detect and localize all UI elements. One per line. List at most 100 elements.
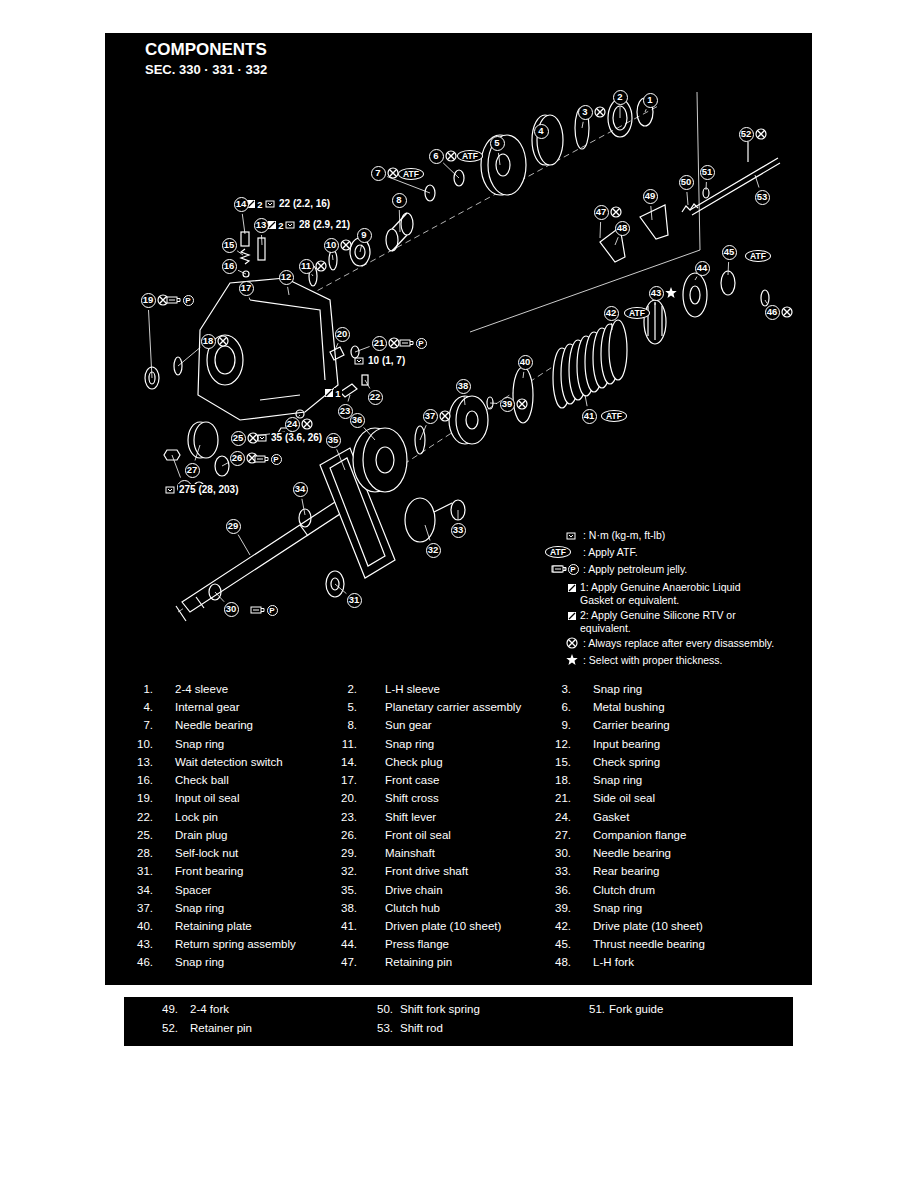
replace-symbol — [304, 421, 310, 427]
replace-symbol — [341, 240, 351, 250]
leader-line — [611, 323, 612, 330]
replace-symbol — [613, 209, 619, 215]
callout-number: 27 — [185, 463, 200, 478]
callout-number: 35 — [326, 433, 341, 448]
table-item-number: 29. — [341, 846, 357, 860]
replace-symbol — [248, 433, 258, 443]
sealant-symbol — [248, 201, 254, 207]
leader-line — [238, 270, 246, 274]
table-part-name: Self-lock nut — [175, 846, 238, 860]
leader-line — [222, 463, 228, 466]
callout-number: 45 — [722, 245, 737, 260]
table-item-number: 4. — [143, 700, 153, 714]
table-part-name: Front drive shaft — [385, 864, 468, 878]
table-item-number: 18. — [555, 773, 571, 787]
replace-symbol — [388, 168, 398, 178]
replace-symbol — [756, 129, 766, 139]
torque-symbol — [260, 437, 264, 439]
callout-number: 5 — [490, 136, 505, 151]
sealant-symbol — [325, 389, 333, 397]
table-item-number: 48. — [555, 955, 571, 969]
table-part-name: Snap ring — [175, 901, 224, 915]
table-part-name: Planetary carrier assembly — [385, 700, 521, 714]
table-item-number: 32. — [341, 864, 357, 878]
torque-symbol — [288, 224, 292, 226]
callout-number: 24 — [285, 417, 300, 432]
replace-symbol — [316, 261, 326, 271]
table-part-name: L-H sleeve — [385, 682, 440, 696]
callout-number: 30 — [224, 602, 239, 617]
replace-symbol — [595, 107, 605, 117]
table-item-number: 25. — [137, 828, 153, 842]
leader-line — [337, 449, 345, 470]
table-part-name: Drive chain — [385, 883, 443, 897]
table-item-number: 14. — [341, 755, 357, 769]
leader-line — [360, 245, 362, 252]
leader-line — [302, 499, 305, 515]
callout-number: 17 — [239, 281, 254, 296]
atf-mark: ATF — [398, 168, 424, 180]
table-part-name: Snap ring — [385, 737, 434, 751]
table-part-name: Snap ring — [593, 773, 642, 787]
callout-number: 32 — [426, 543, 441, 558]
callout-number: 37 — [423, 409, 438, 424]
legend-text: 2: Apply Genuine Silicone RTV or equival… — [580, 609, 770, 635]
table-part-name: Shift rod — [400, 1021, 443, 1035]
table-item-number: 19. — [137, 791, 153, 805]
callout-number: 16 — [222, 259, 237, 274]
petroleum-jelly-mark: P — [416, 338, 427, 349]
callout-number: 43 — [649, 286, 664, 301]
replace-symbol — [220, 338, 226, 344]
leader-line — [399, 210, 401, 232]
table-item-number: 44. — [341, 937, 357, 951]
table-part-name: Clutch drum — [593, 883, 655, 897]
leader-line — [651, 206, 652, 220]
table-part-name: Needle bearing — [175, 718, 253, 732]
torque-symbol — [357, 360, 361, 362]
callout-number: 44 — [695, 261, 710, 276]
callout-number: 48 — [615, 221, 630, 236]
table-item-number: 52. — [162, 1021, 178, 1035]
table-part-name: Snap ring — [175, 955, 224, 969]
leader-line — [299, 415, 300, 417]
table-item-number: 34. — [137, 883, 153, 897]
legend-text: : Always replace after every disassembly… — [583, 637, 774, 650]
callout-number: 41 — [582, 409, 597, 424]
leader-line — [706, 182, 707, 190]
table-item-number: 21. — [555, 791, 571, 805]
table-item-number: 37. — [137, 901, 153, 915]
callout-number: 1 — [643, 93, 658, 108]
torque-value: 28 (2.9, 21) — [298, 219, 351, 231]
callout-number: 47 — [594, 205, 609, 220]
leader-line — [490, 403, 497, 404]
leader-line — [582, 122, 583, 128]
leader-line — [355, 347, 370, 353]
select-thickness-star — [665, 287, 676, 298]
petroleum-jelly-mark: P — [267, 605, 278, 616]
leader-line — [364, 427, 375, 440]
sealant-number: 1 — [334, 388, 341, 399]
torque-value: 35 (3.6, 26) — [270, 432, 323, 444]
petroleum-jelly-symbol — [555, 568, 566, 571]
callout-number: 36 — [350, 413, 365, 428]
table-part-name: Needle bearing — [593, 846, 671, 860]
torque-symbol — [567, 533, 575, 539]
callout-number: 4 — [534, 124, 549, 139]
table-part-name: Spacer — [175, 883, 211, 897]
sealant-number: 2 — [277, 220, 284, 231]
table-item-number: 16. — [137, 773, 153, 787]
leader-line — [695, 277, 697, 280]
leader-line — [687, 192, 688, 205]
leader-line — [765, 300, 767, 303]
callout-number: 10 — [324, 238, 339, 253]
table-part-name: Carrier bearing — [593, 718, 670, 732]
table-item-number: 1. — [143, 682, 153, 696]
petroleum-jelly-symbol — [402, 342, 413, 345]
table-item-number: 3. — [561, 682, 571, 696]
table-part-name: Fork guide — [609, 1002, 663, 1016]
callout-number: 34 — [293, 482, 308, 497]
table-item-number: 43. — [137, 937, 153, 951]
leader-line — [249, 298, 251, 301]
leader-line — [348, 395, 350, 402]
table-part-name: Companion flange — [593, 828, 686, 842]
